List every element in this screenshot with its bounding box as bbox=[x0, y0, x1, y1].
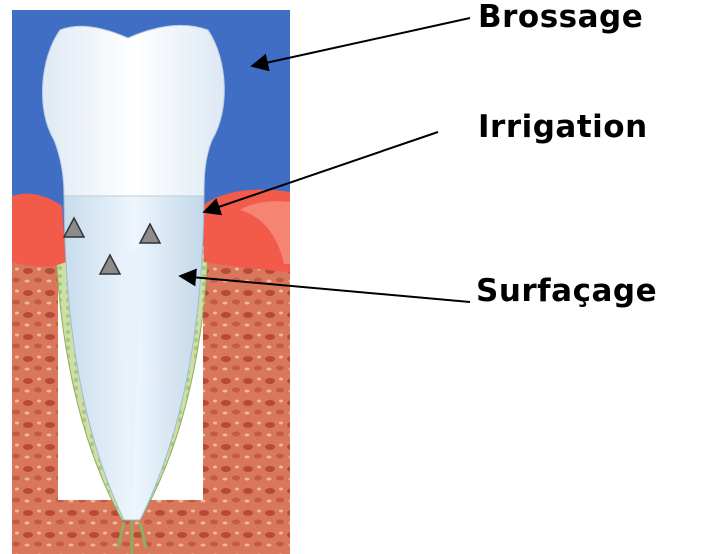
label-brossage: Brossage bbox=[478, 2, 643, 33]
label-irrigation: Irrigation bbox=[478, 112, 648, 143]
tooth-crown bbox=[43, 25, 225, 196]
bone-base bbox=[12, 500, 290, 554]
label-surfacage: Surfaçage bbox=[476, 276, 657, 307]
gum-left bbox=[12, 194, 66, 267]
